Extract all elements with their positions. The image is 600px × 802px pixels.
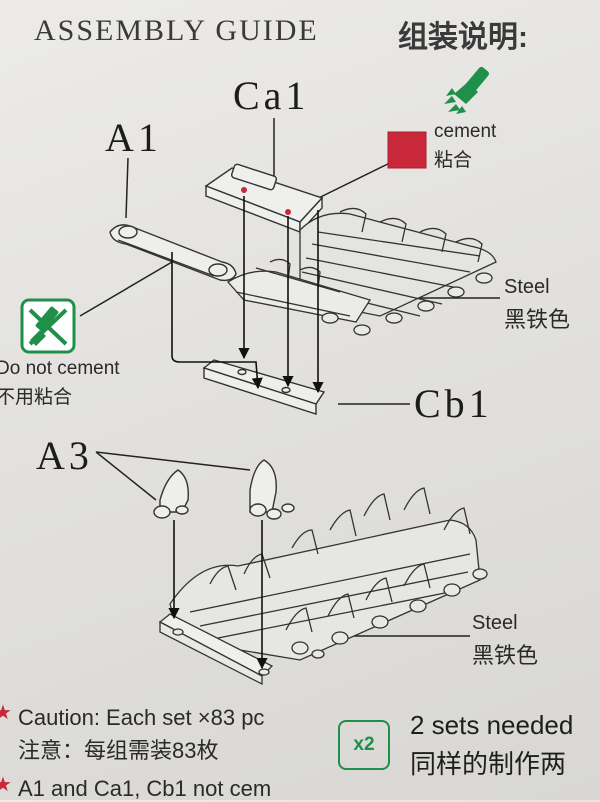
cement-label: cement: [434, 121, 496, 143]
a3-leader-line-2: [96, 452, 250, 470]
part-label-cb1: Cb1: [414, 380, 493, 427]
cement-label-cn: 粘合: [434, 145, 472, 172]
no-cement-leader-line: [80, 262, 172, 316]
steel-top-label: Steel: [504, 276, 550, 299]
a1-leader-line: [126, 158, 128, 218]
upper-track-run-drawing: [228, 208, 496, 335]
ca1-cement-dot-1: [241, 187, 247, 193]
caution-text-cn: 注意：每组需装83枚: [18, 733, 218, 765]
lower-track-run-drawing: [160, 488, 487, 684]
bottom-note-text: A1 and Ca1, Cb1 not cem: [18, 776, 271, 802]
steel-bottom-label-cn: 黑铁色: [472, 638, 538, 670]
note-star-icon: ★: [0, 772, 12, 797]
part-label-ca1: Ca1: [233, 72, 309, 119]
no-cement-label: Do not cement: [0, 358, 120, 380]
cement-swatch: [388, 132, 426, 168]
part-label-a1: A1: [105, 114, 162, 161]
caution-text: Caution: Each set ×83 pc: [18, 705, 264, 731]
part-cb1-drawing: [204, 360, 324, 414]
multiplier-badge: x2: [338, 720, 390, 770]
sets-needed-text-cn: 同样的制作两: [410, 744, 566, 781]
no-cement-icon: [22, 300, 74, 352]
part-a3-drawing: [154, 460, 294, 519]
steel-bottom-label: Steel: [472, 612, 518, 635]
ca1-cement-dot-2: [285, 209, 291, 215]
caution-star-icon: ★: [0, 700, 12, 725]
sets-needed-text: 2 sets needed: [410, 710, 573, 741]
steel-top-label-cn: 黑铁色: [504, 302, 570, 334]
part-label-a3: A3: [36, 432, 93, 479]
glue-brush-icon: [444, 66, 490, 114]
part-ca1-drawing: [206, 164, 322, 232]
part-a1-drawing: [110, 225, 236, 281]
a3-leader-line-1: [96, 452, 156, 500]
no-cement-label-cn: 不用粘合: [0, 382, 72, 409]
